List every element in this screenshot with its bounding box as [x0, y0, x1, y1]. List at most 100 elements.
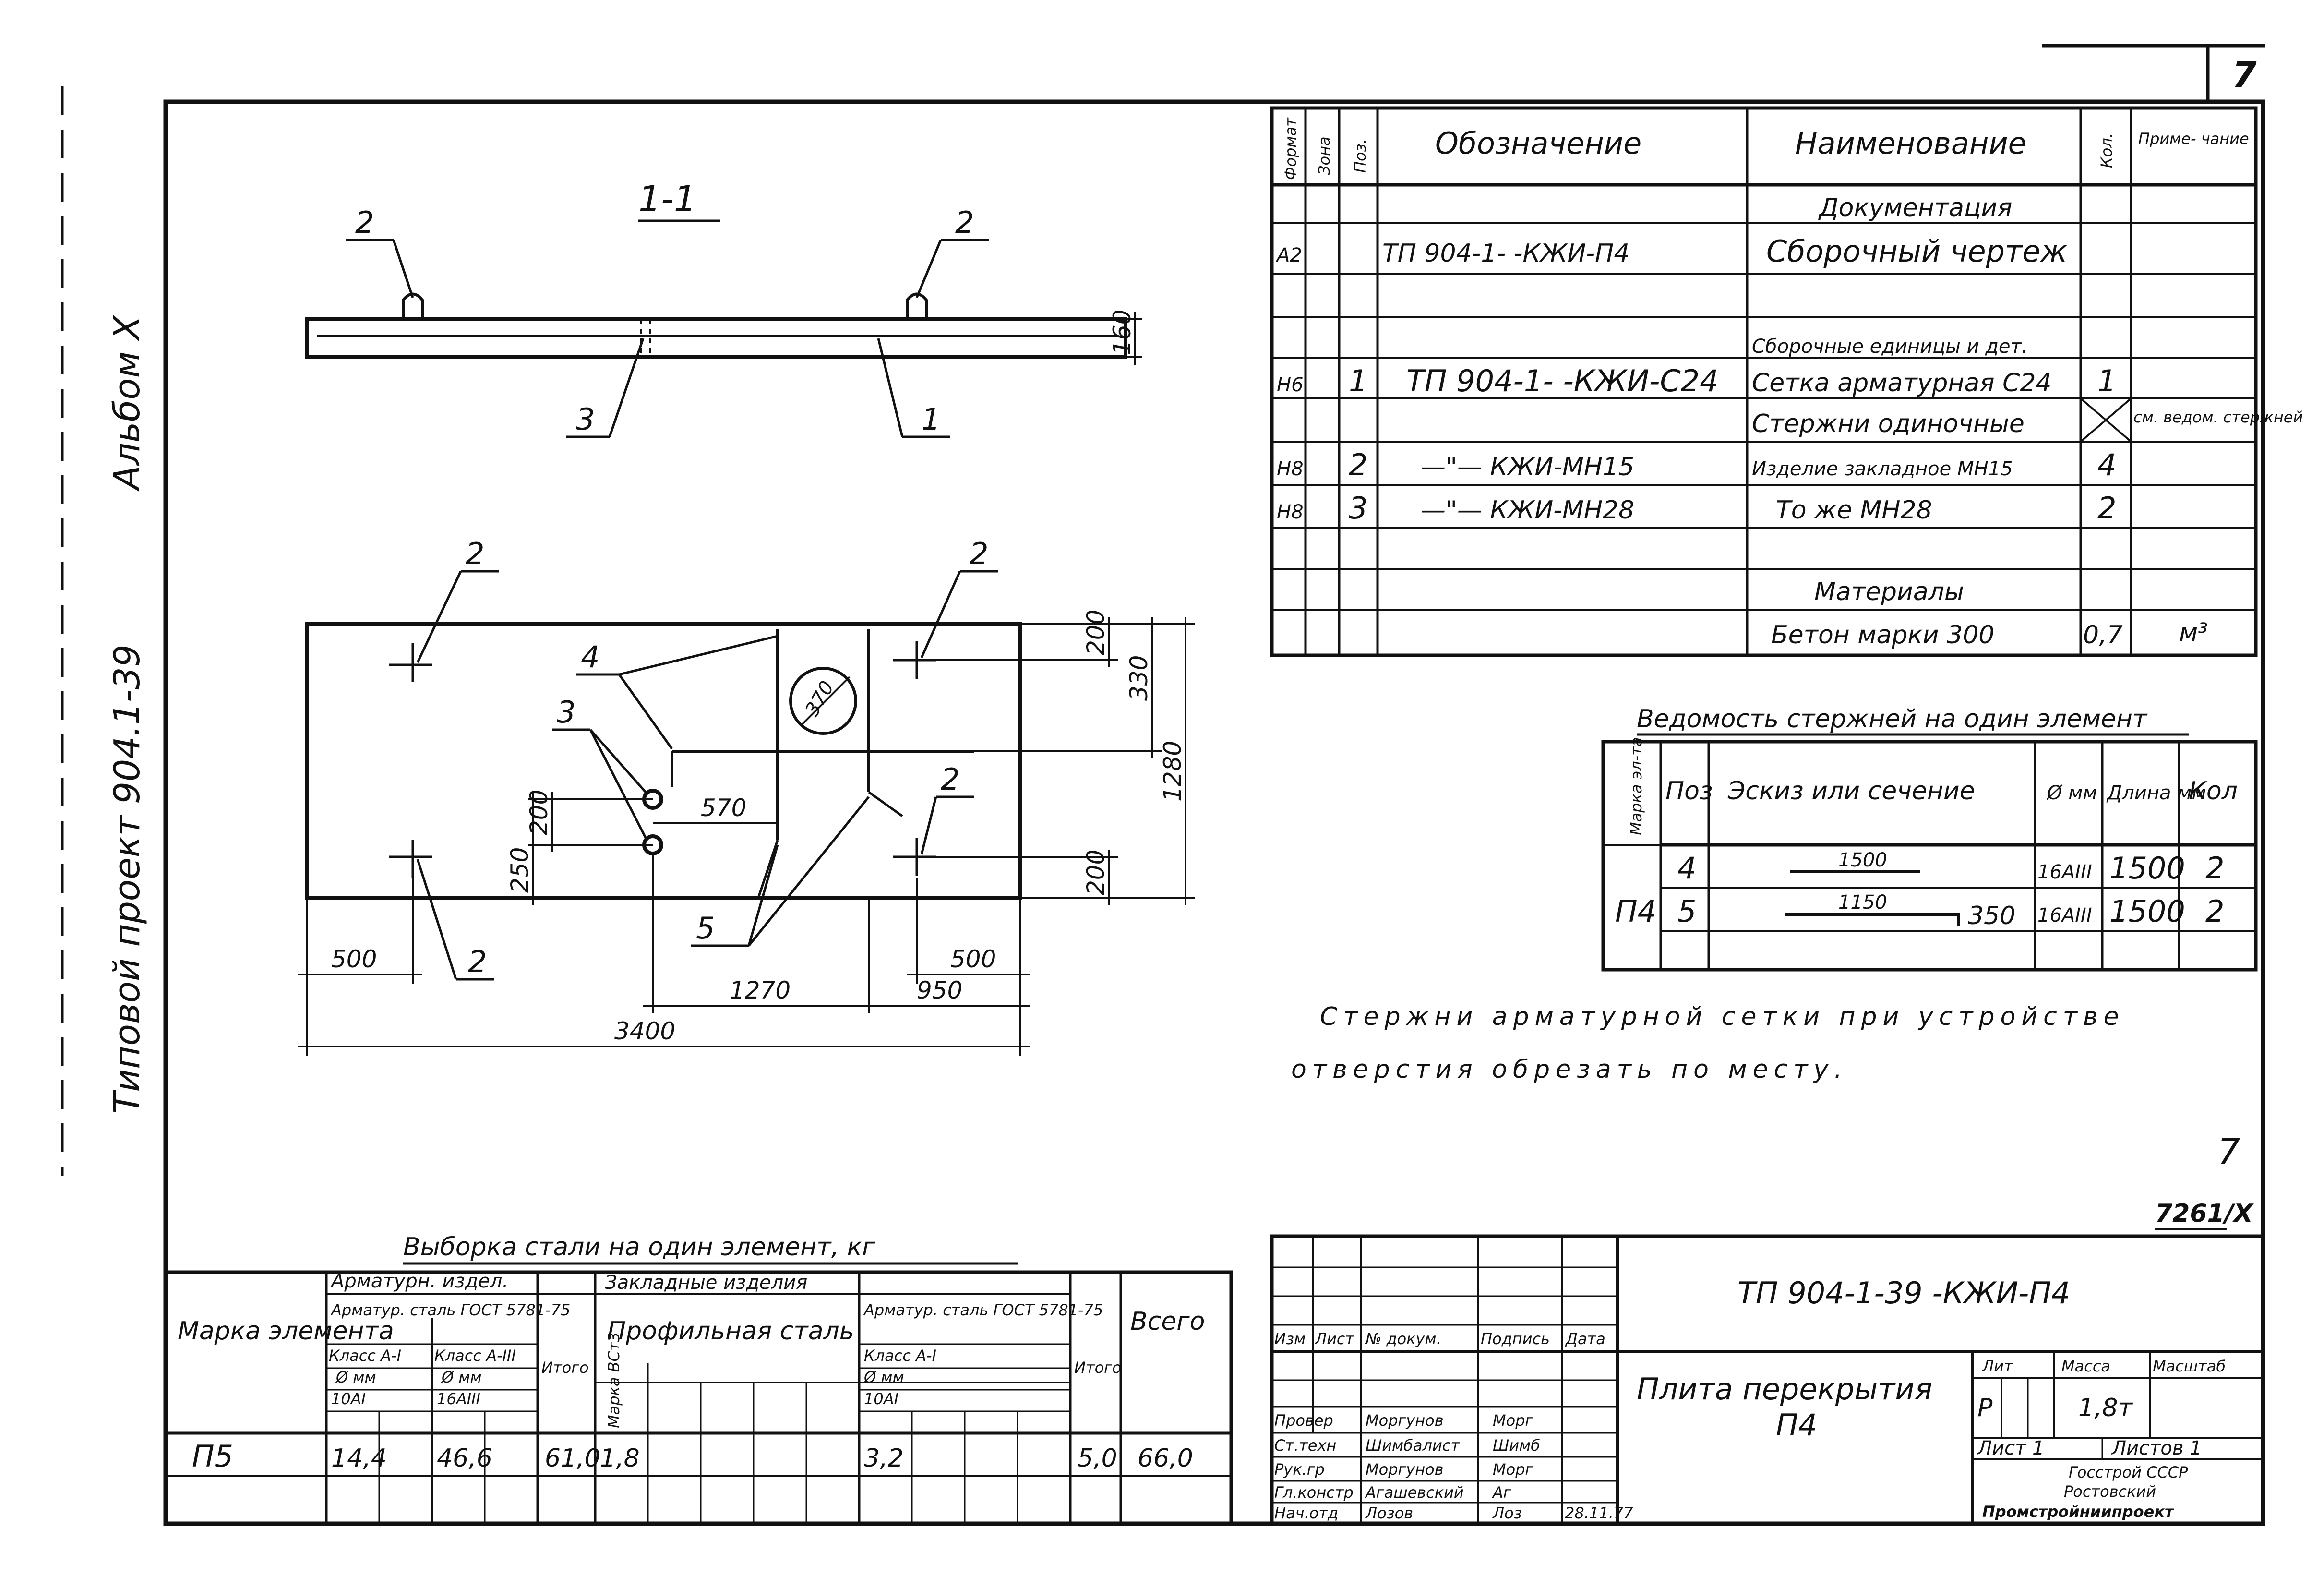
sheet-mark-num: 7 [2217, 1131, 2240, 1173]
section-pos2a: 2 [355, 205, 374, 240]
tb-mass: 1,8т [2078, 1394, 2133, 1422]
spec-r7-qty: 2 [2097, 491, 2116, 526]
plan-pos2d: 2 [468, 944, 487, 979]
plan-pos2b: 2 [970, 536, 988, 571]
lifting-loop-right [906, 292, 928, 319]
steel-row-p: 1,8 [600, 1444, 640, 1473]
steel-h-prof: Профильная сталь [607, 1317, 854, 1346]
section-pos3: 3 [576, 402, 595, 437]
rod4-sketch-len: 1500 [1838, 849, 1887, 871]
lifting-loop-left [402, 292, 424, 319]
steel-h-cl3: Класс А-III [434, 1347, 516, 1365]
tb-r4-role: Нач.отд [1274, 1504, 1338, 1522]
plan-leader-2d-b [416, 859, 457, 980]
spec-rows: Документация А2 ТП 904-1- -КЖИ-П4 Сбороч… [1275, 193, 2303, 650]
rod5-sketch-hook: 350 [1968, 902, 2015, 930]
steel-h-emb: Закладные изделия [605, 1272, 807, 1294]
plan-leader-3-b [589, 729, 647, 793]
spec-r6-format: Н8 [1277, 458, 1304, 480]
page-number: 7 [2232, 55, 2257, 96]
tb-r0-role: Провер [1274, 1411, 1333, 1430]
tb-sheet: Лист 1 [1977, 1437, 2045, 1459]
steel-row-all: 66,0 [1138, 1444, 1193, 1473]
spec-h-designation: Обозначение [1435, 126, 1641, 161]
rod5-qty: 2 [2205, 894, 2224, 929]
rods-mark: П4 [1615, 894, 1656, 929]
plan-pos2a: 2 [466, 536, 484, 571]
tb-r1-role: Ст.техн [1274, 1436, 1336, 1455]
tb-org2: Ростовский [2064, 1482, 2156, 1501]
section-title: 1-1 [638, 179, 696, 220]
tb-r2-name: Моргунов [1366, 1460, 1444, 1479]
rods-rows: П4 4 1500 16АIII 1500 2 5 1150 350 16АII… [1615, 849, 2224, 930]
tb-r4-sign: Лоз [1492, 1504, 1522, 1522]
dim-370: 370 [801, 677, 839, 720]
spec-r4-pos: 1 [1349, 363, 1367, 398]
dim-330: 330 [1125, 655, 1153, 701]
rods-h-sketch: Эскиз или сечение [1727, 777, 1975, 806]
tb-h-list: Лист [1315, 1330, 1354, 1348]
plan-leader-4-b [619, 635, 778, 676]
dim-250: 250 [506, 847, 534, 893]
dim-1270: 1270 [730, 976, 791, 1004]
steel-row-t1: 61,0 [545, 1444, 600, 1473]
spec-h-pos: Поз. [1351, 139, 1369, 173]
rod5-sketch-len: 1150 [1838, 891, 1887, 914]
dim-200c: 200 [525, 790, 553, 835]
side-title-album: Альбом X [107, 314, 148, 492]
spec-r1-name: Сборочный чертеж [1766, 234, 2067, 269]
plan-leader-2b-b [920, 570, 961, 659]
tb-r4-date: 28.11.77 [1565, 1504, 1633, 1522]
steel-h-total1: Итого [541, 1359, 589, 1377]
steel-h-cl1: Класс А-I [329, 1347, 401, 1365]
title-block-text: ТП 904-1-39 -КЖИ-П4 Плита перекрытия П4 … [1274, 1275, 2226, 1522]
opening-circle [789, 667, 857, 735]
steel-h-all: Всего [1130, 1307, 1205, 1336]
spec-r6-designation: —"— КЖИ-МН15 [1421, 453, 1634, 481]
tb-org1: Госстрой СССР [2069, 1463, 2188, 1481]
plan-pos2c: 2 [941, 762, 959, 797]
tb-r0-sign: Морг [1493, 1411, 1533, 1430]
spec-r1-designation: ТП 904-1- -КЖИ-П4 [1382, 239, 1629, 268]
steel-h-emb-v: 10АI [864, 1390, 898, 1408]
tb-h-sign: Подпись [1481, 1330, 1550, 1348]
steel-h-emb-cl: Класс А-I [864, 1347, 936, 1365]
spec-r1-format: А2 [1275, 244, 1302, 266]
plan-leader-5-b [747, 844, 779, 946]
leader-2b-b [915, 240, 942, 298]
leader-2a-b [392, 240, 414, 298]
dim-570: 570 [701, 794, 746, 822]
tb-r1-sign: Шимб [1493, 1436, 1540, 1455]
tb-mark: П4 [1776, 1408, 1817, 1443]
spec-r7-pos: 3 [1349, 491, 1367, 526]
rods-table-border [1601, 740, 2258, 972]
spec-r10-name: Бетон марки 300 [1771, 621, 1994, 650]
spec-r4-qty: 1 [2097, 363, 2116, 398]
side-title-project: Типовой проект 904.1-39 [107, 644, 148, 1114]
section-thickness: 160 [1108, 310, 1136, 355]
rods-h-dia: Ø мм [2046, 782, 2097, 804]
spec-r4-designation: ТП 904-1- -КЖИ-С24 [1406, 363, 1719, 398]
spec-r3-name: Сборочные единицы и дет. [1752, 336, 2028, 358]
spec-table-border [1270, 106, 2258, 657]
steel-h-v1: 10АI [331, 1390, 366, 1408]
spec-r6-pos: 2 [1349, 447, 1367, 482]
section-pos2b: 2 [955, 205, 974, 240]
plan-pos5: 5 [696, 911, 715, 946]
rod5-sketch-line [1785, 913, 1960, 926]
dim-200a: 200 [1082, 610, 1110, 655]
tb-title: Плита перекрытия [1637, 1371, 1932, 1407]
plan-leader-3-c [589, 729, 647, 839]
steel-h-mark: Марка элемента [178, 1317, 394, 1346]
plan-pos4: 4 [581, 639, 599, 674]
plan-leader-2c-b [920, 796, 937, 855]
rod-bar-cut-2 [868, 791, 903, 818]
tb-org3: Промстройниипроект [1982, 1503, 2175, 1521]
rods-table [1601, 740, 2258, 972]
spec-r7-name: То же МН28 [1776, 496, 1932, 525]
spec-r4-format: Н6 [1277, 374, 1304, 396]
steel-h-d2: Ø мм [441, 1368, 482, 1386]
tb-h-lit: Лит [1982, 1357, 2013, 1375]
steel-row-mark: П5 [192, 1439, 233, 1474]
steel-row-t2: 5,0 [1078, 1444, 1117, 1473]
